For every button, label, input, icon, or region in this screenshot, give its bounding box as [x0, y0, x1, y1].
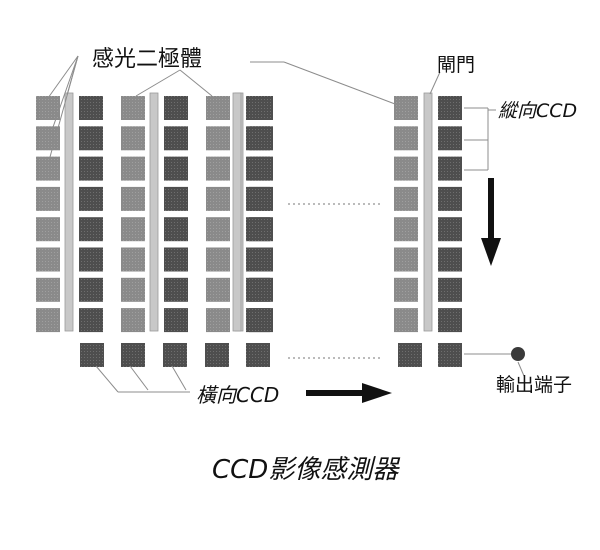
vertical-ccd-cell-texture [246, 308, 270, 333]
gate-leader-line [429, 71, 441, 95]
photodiode-cell-texture [121, 186, 145, 211]
vertical-ccd-cell-texture [438, 217, 462, 242]
sensor-cells [36, 92, 462, 367]
photodiode-cell-texture [36, 277, 60, 302]
vertical-ccd-cell-texture [438, 126, 462, 151]
photodiode-cell-texture [394, 126, 418, 151]
photodiode-cell-texture [206, 186, 230, 211]
vertical-ccd-cell-texture [79, 186, 103, 211]
vertical-ccd-cell-texture [79, 277, 103, 302]
horizontal-ccd-label: 橫向CCD [196, 383, 279, 407]
vertical-ccd-cell-texture [438, 156, 462, 181]
vertical-ccd-cell-texture [438, 247, 462, 272]
photodiode-label: 感光二極體 [92, 47, 202, 72]
vertical-ccd-label: 縱向CCD [498, 100, 577, 122]
gate-bar [149, 92, 159, 332]
horizontal-ccd-cell-texture [121, 343, 145, 367]
photodiode-cell-texture [121, 217, 145, 242]
photodiode-leader-line [283, 61, 396, 105]
photodiode-leader-line [51, 55, 79, 131]
vertical-transfer-arrow [481, 178, 501, 266]
photodiode-leader-line [66, 55, 79, 96]
horizontal-transfer-arrow [306, 383, 392, 403]
photodiode-cell-texture [206, 247, 230, 272]
vertical-ccd-cell-texture [438, 186, 462, 211]
photodiode-cell-texture [206, 96, 230, 120]
output-terminal-label: 輸出端子 [496, 374, 572, 396]
vertical-ccd-cell-texture [438, 277, 462, 302]
horizontal-ccd-leader-line [129, 365, 149, 391]
horizontal-ccd-cell-texture [438, 343, 462, 367]
photodiode-cell-texture [36, 186, 60, 211]
gate-bar [232, 92, 242, 332]
vertical-ccd-cell-texture [246, 247, 270, 272]
leader-lines [47, 55, 525, 393]
photodiode-cell-texture [394, 247, 418, 272]
photodiode-cell-texture [121, 96, 145, 120]
vertical-ccd-cell-texture [246, 186, 270, 211]
vertical-ccd-cell-texture [246, 126, 270, 151]
photodiode-leader-line [47, 55, 79, 99]
vertical-ccd-cell-texture [246, 277, 270, 302]
photodiode-cell-texture [394, 277, 418, 302]
vertical-ccd-cell-texture [79, 217, 103, 242]
photodiode-cell-texture [36, 126, 60, 151]
photodiode-leader-line [135, 69, 181, 97]
photodiode-leader-line [179, 69, 213, 97]
vertical-ccd-cell-texture [164, 126, 188, 151]
vertical-ccd-cell-texture [164, 277, 188, 302]
horizontal-ccd-leader-line [95, 365, 119, 393]
gate-bar [423, 92, 433, 332]
vertical-ccd-cell-texture [164, 186, 188, 211]
photodiode-cell-texture [36, 156, 60, 181]
photodiode-cell-texture [394, 308, 418, 333]
vertical-ccd-cell-texture [164, 217, 188, 242]
output-terminal-dot [511, 347, 525, 361]
photodiode-cell-texture [206, 308, 230, 333]
horizontal-ccd-cell-texture [163, 343, 187, 367]
photodiode-cell-texture [36, 308, 60, 333]
photodiode-cell-texture [394, 186, 418, 211]
vertical-ccd-cell-texture [246, 217, 270, 242]
photodiode-cell-texture [206, 277, 230, 302]
photodiode-cell-texture [121, 156, 145, 181]
vertical-ccd-cell-texture [79, 308, 103, 333]
horizontal-ccd-cell-texture [398, 343, 422, 367]
vertical-ccd-cell-texture [246, 156, 270, 181]
vertical-ccd-cell-texture [79, 156, 103, 181]
photodiode-cell-texture [394, 156, 418, 181]
horizontal-ccd-cell-texture [80, 343, 104, 367]
photodiode-cell-texture [121, 126, 145, 151]
gate-bar [64, 92, 74, 332]
diagram-title: CCD影像感測器 [212, 455, 400, 485]
photodiode-cell-texture [206, 156, 230, 181]
vertical-ccd-cell-texture [164, 96, 188, 120]
photodiode-cell-texture [36, 247, 60, 272]
vertical-ccd-cell-texture [164, 247, 188, 272]
photodiode-cell-texture [36, 96, 60, 120]
photodiode-cell-texture [206, 217, 230, 242]
photodiode-cell-texture [394, 96, 418, 120]
photodiode-cell-texture [206, 126, 230, 151]
photodiode-cell-texture [36, 217, 60, 242]
vertical-ccd-cell-texture [79, 247, 103, 272]
photodiode-cell-texture [121, 308, 145, 333]
vertical-ccd-cell-texture [438, 96, 462, 120]
horizontal-ccd-leader-line [171, 365, 187, 391]
photodiode-cell-texture [121, 277, 145, 302]
vertical-ccd-cell-texture [79, 96, 103, 120]
vertical-ccd-cell-texture [246, 96, 270, 120]
photodiode-cell-texture [121, 247, 145, 272]
horizontal-ccd-cell-texture [246, 343, 270, 367]
photodiode-cell-texture [394, 217, 418, 242]
vertical-ccd-cell-texture [79, 126, 103, 151]
vertical-ccd-cell-texture [164, 308, 188, 333]
vertical-ccd-cell-texture [438, 308, 462, 333]
horizontal-ccd-cell-texture [205, 343, 229, 367]
vertical-ccd-cell-texture [164, 156, 188, 181]
gate-label: 閘門 [437, 54, 475, 76]
output-leader-line [517, 361, 525, 377]
